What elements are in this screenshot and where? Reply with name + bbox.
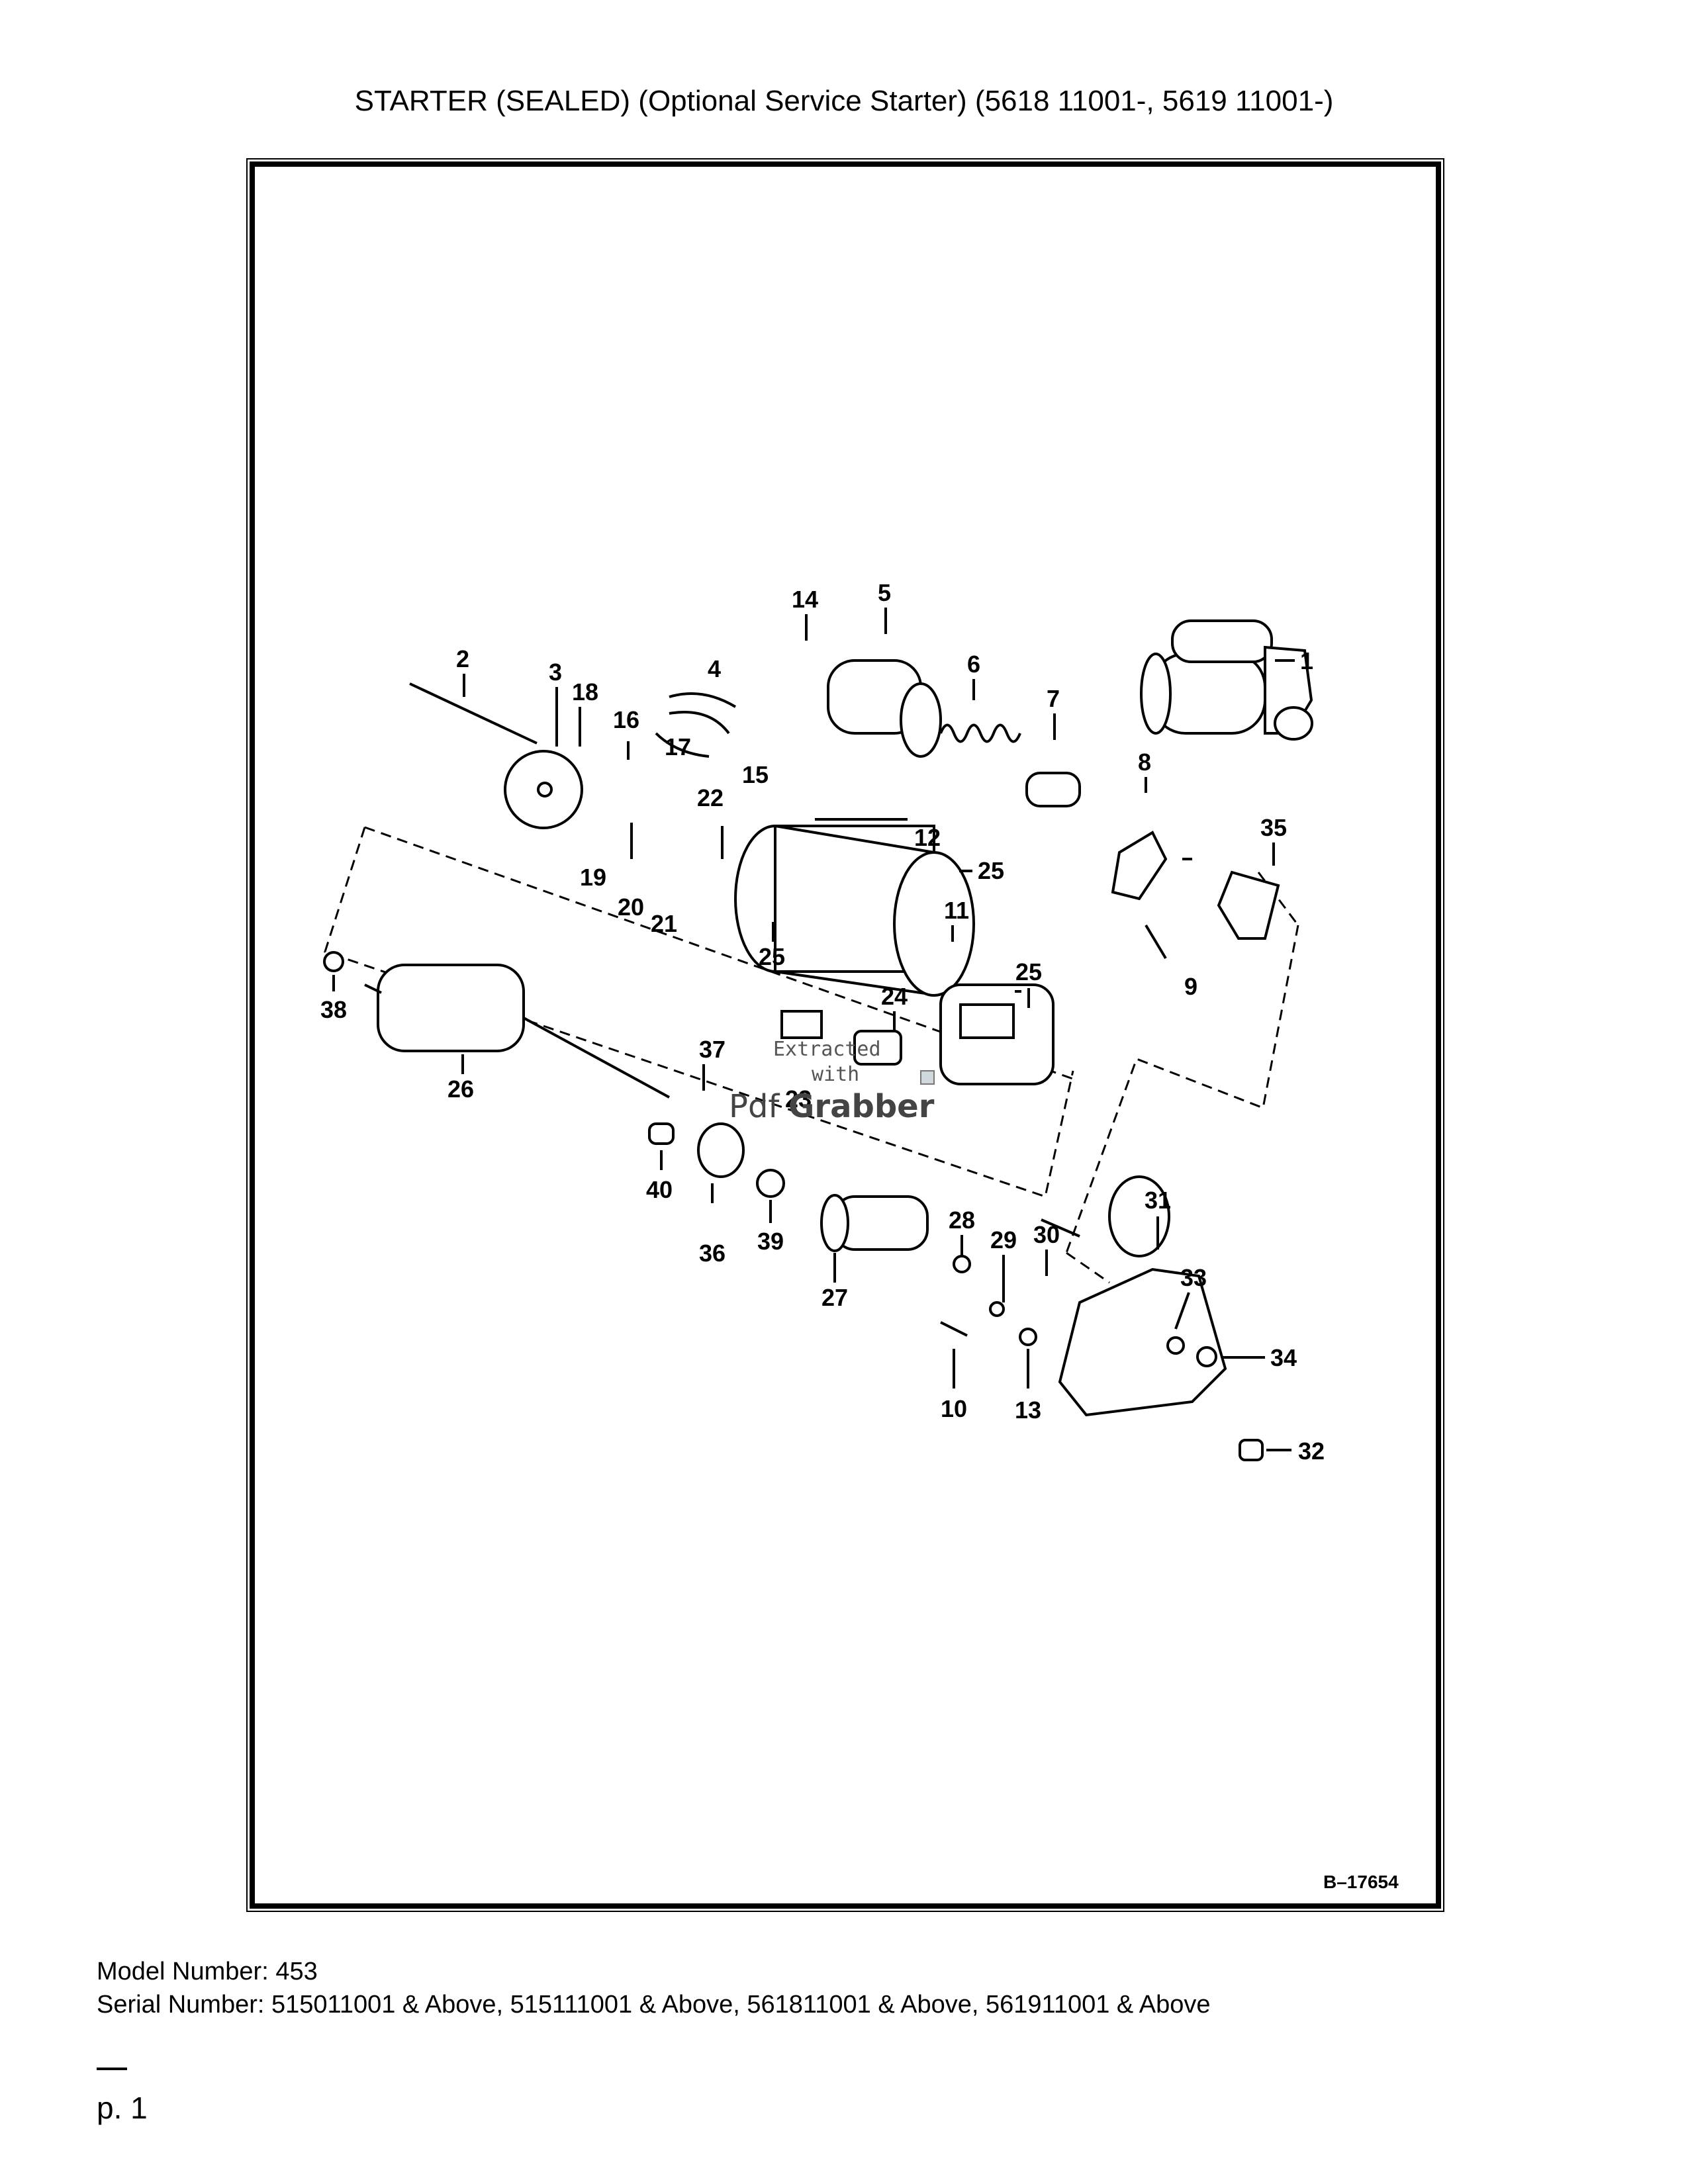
callout-8: 8: [1138, 749, 1151, 776]
callout-10: 10: [941, 1395, 967, 1422]
starter-assembly-part: [1140, 619, 1313, 741]
model-number: Model Number: 453: [97, 1958, 318, 1985]
diagram-frame: 1 2 3 4 5 6 7 8 9 10 11 12 13 14 15 16 1…: [246, 158, 1445, 1913]
callout-37: 37: [699, 1036, 726, 1063]
callout-14: 14: [792, 586, 818, 613]
nut-part: [1196, 1346, 1217, 1367]
pin-part: [940, 1321, 968, 1337]
armature-assembly-outline: [324, 827, 1074, 1198]
callout-33: 33: [1180, 1264, 1207, 1291]
callout-9: 9: [1184, 973, 1197, 1000]
outer-border: [246, 158, 1444, 1912]
drive-housing-outline-top: [1257, 872, 1299, 926]
bolt-part: [1041, 1218, 1080, 1238]
callout-2: 2: [456, 645, 469, 672]
bushing-part: [323, 951, 344, 972]
inner-border: [250, 161, 1441, 1909]
callout-labels: 1 2 3 4 5 6 7 8 9 10 11 12 13 14 15 16 1…: [320, 579, 1325, 1465]
serial-number: Serial Number: 515011001 & Above, 515111…: [97, 1991, 1211, 2019]
callout-38: 38: [320, 996, 347, 1023]
callout-30: 30: [1033, 1221, 1060, 1248]
lock-washer-part: [1166, 1336, 1185, 1355]
page-number: p. 1: [97, 2091, 148, 2125]
callout-35: 35: [1260, 814, 1287, 841]
drive-housing-outline: [1065, 925, 1299, 1253]
washer-part: [1019, 1328, 1037, 1346]
drive-housing-outline-bottom: [1066, 1251, 1110, 1284]
brush-holder-part: [939, 983, 1055, 1085]
callout-7: 7: [1047, 685, 1060, 712]
page-divider: [97, 2068, 127, 2070]
snap-ring-part: [989, 1301, 1005, 1317]
page-title: STARTER (SEALED) (Optional Service Start…: [354, 85, 1334, 117]
armature-part: [364, 964, 670, 1099]
drive-assembly-part: [820, 1194, 929, 1252]
callout-22: 22: [697, 784, 724, 811]
watermark: Extracted with Pdf Grabber: [729, 1038, 935, 1125]
callout-29: 29: [990, 1226, 1017, 1253]
bushing-cap-part: [1239, 1439, 1264, 1461]
callout-12: 12: [914, 824, 941, 851]
callout-13: 13: [1015, 1396, 1041, 1424]
through-bolt-part: [409, 682, 538, 745]
callout-20: 20: [618, 893, 644, 921]
callout-39: 39: [757, 1228, 784, 1255]
callout-5: 5: [878, 579, 891, 606]
shift-lever-part: [1111, 831, 1168, 901]
watermark-brand-pdf: Pdf: [729, 1088, 780, 1125]
armature-assembly-outline-top: [364, 826, 1079, 1082]
callout-1: 1: [1300, 647, 1313, 674]
callout-23: 23: [785, 1085, 812, 1113]
pole-shoe-part: [780, 1010, 823, 1039]
callout-11: 11: [944, 897, 969, 924]
callout-24: 24: [881, 983, 908, 1010]
callout-3: 3: [549, 659, 562, 686]
watermark-line1: Extracted: [773, 1038, 881, 1061]
callout-34: 34: [1270, 1344, 1297, 1371]
figure-reference: B–17654: [1323, 1872, 1399, 1892]
spacer-washer-part: [756, 1169, 785, 1198]
callout-36: 36: [699, 1240, 726, 1267]
callout-21: 21: [651, 910, 677, 937]
callout-40: 40: [646, 1176, 673, 1203]
drive-washer-part: [697, 1122, 745, 1178]
solenoid-part: [827, 659, 942, 758]
callout-18: 18: [572, 678, 598, 705]
callout-31: 31: [1145, 1187, 1171, 1214]
pdfgrabber-logo-icon: [920, 1070, 935, 1085]
lever-seal-part: [1217, 870, 1280, 940]
retainer-part: [953, 1255, 971, 1273]
callout-26: 26: [447, 1075, 474, 1103]
callout-4: 4: [708, 655, 721, 682]
watermark-brand-grabber: Grabber: [788, 1088, 935, 1125]
plunger-part: [1025, 772, 1081, 807]
field-frame-part: [734, 825, 975, 997]
watermark-line2: with: [812, 1063, 859, 1086]
thrust-washer-part: [648, 1122, 675, 1145]
callout-16: 16: [613, 706, 639, 733]
insulator-part: [853, 1030, 902, 1066]
drive-housing-part: [1058, 1175, 1227, 1417]
callout-15: 15: [742, 761, 769, 788]
callout-28: 28: [949, 1206, 975, 1234]
callout-25-holder: 25: [1015, 958, 1042, 985]
callout-25-frame: 25: [978, 857, 1004, 884]
plunger-spring-part: [939, 723, 1021, 743]
callout-19: 19: [580, 864, 606, 891]
exploded-parts-diagram: 1 2 3 4 5 6 7 8 9 10 11 12 13 14 15 16 1…: [246, 158, 1444, 1912]
callout-27: 27: [821, 1284, 848, 1311]
callout-25-body: 25: [759, 943, 785, 970]
callout-6: 6: [967, 651, 980, 678]
leader-lines: [332, 608, 1295, 1451]
brush-lead-part: [655, 692, 737, 758]
callout-32: 32: [1298, 1437, 1325, 1465]
callout-17: 17: [665, 733, 691, 760]
